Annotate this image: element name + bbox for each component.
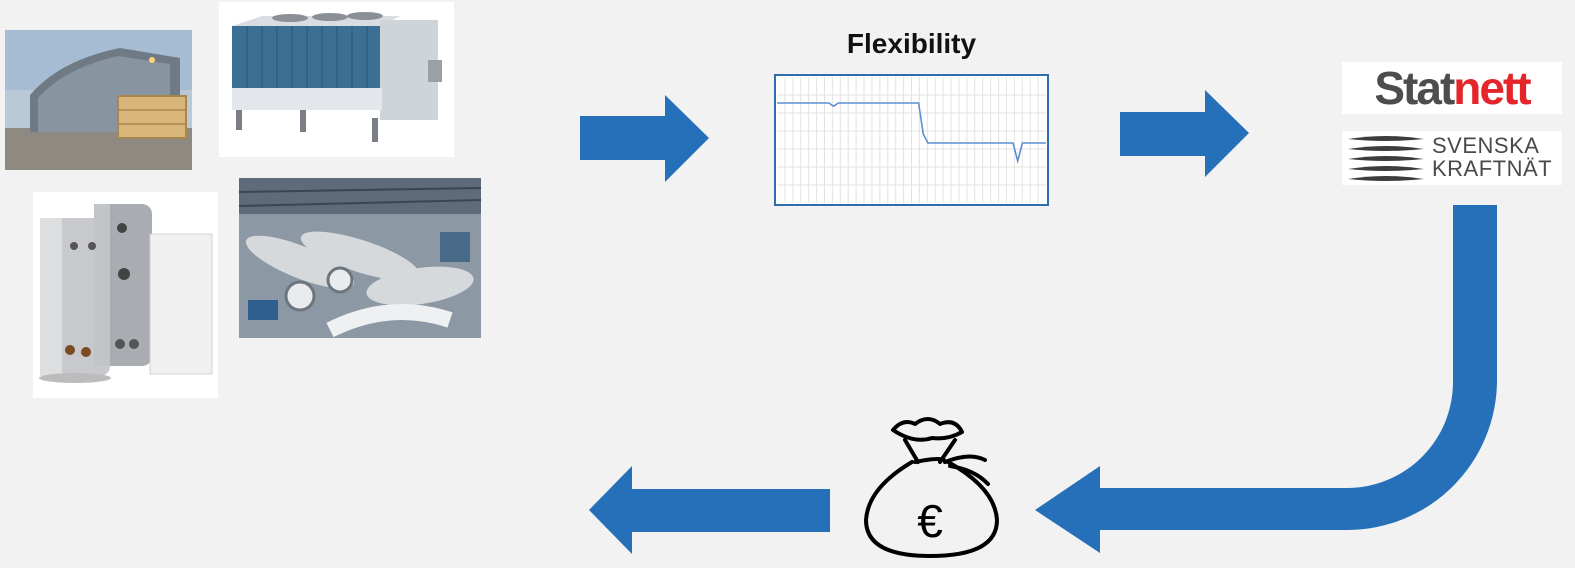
svenska-kraftnat-line2: KRAFTNÄT — [1432, 156, 1553, 181]
chart-series — [777, 102, 1046, 165]
arrow-right-1 — [580, 95, 709, 182]
svenska-kraftnat-line1: SVENSKA — [1432, 133, 1540, 158]
flexibility-series-line — [777, 102, 1046, 165]
arrow-right-2 — [1120, 90, 1249, 177]
statnett-logo-part1: Stat — [1374, 62, 1455, 114]
flexibility-title: Flexibility — [846, 28, 977, 59]
arrow-left — [589, 466, 830, 554]
water-heater-photo — [33, 192, 218, 398]
factory-photo — [238, 178, 482, 338]
svenska-kraftnat-emblem-icon — [1348, 136, 1424, 181]
svenska-kraftnat-logo: SVENSKA KRAFTNÄT — [1342, 131, 1562, 185]
chart-grid — [777, 77, 1046, 203]
statnett-logo-part2: nett — [1453, 62, 1531, 114]
euro-symbol: € — [917, 495, 943, 547]
dry-cooler-photo — [219, 2, 454, 157]
warehouse-photo — [5, 30, 192, 170]
curved-return-arrow — [1035, 205, 1497, 553]
money-bag-icon — [864, 417, 999, 558]
